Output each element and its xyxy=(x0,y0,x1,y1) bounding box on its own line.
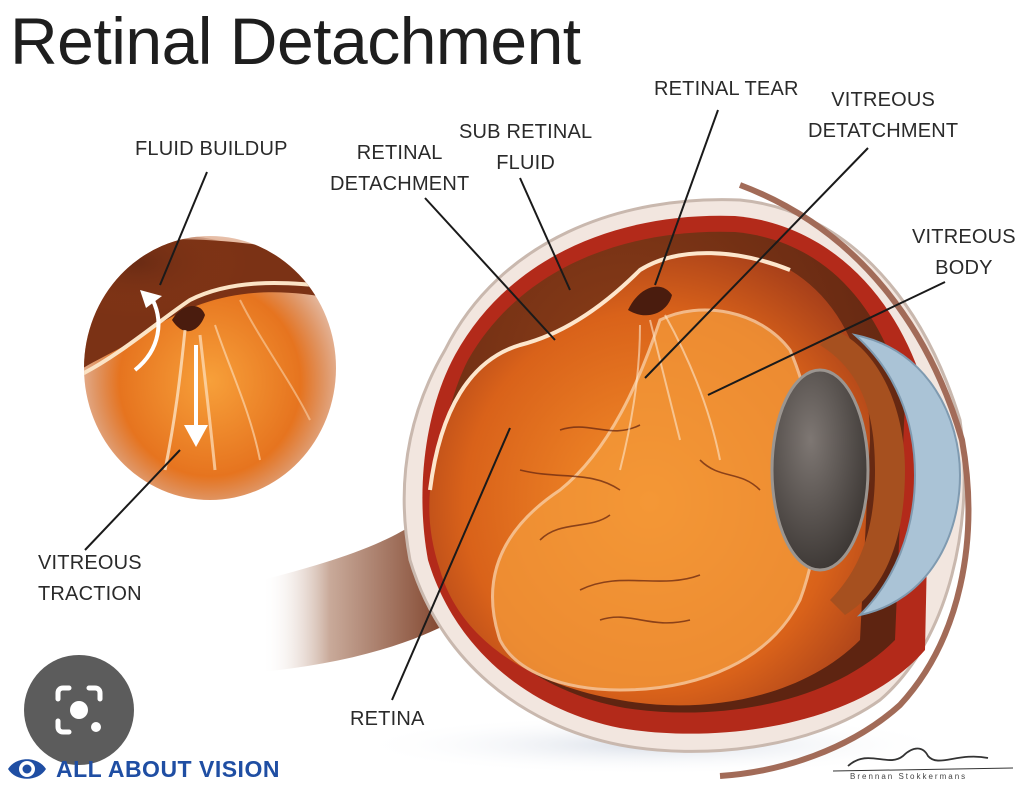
inset-retinal-tear xyxy=(172,305,205,332)
vitreous-body-gel xyxy=(491,308,820,692)
optic-nerve xyxy=(262,520,455,672)
fluid-arrow-icon xyxy=(133,293,161,372)
image-search-button[interactable] xyxy=(24,655,134,765)
retinal-tear-hole xyxy=(628,286,672,316)
leader-retinal-detachment xyxy=(424,197,556,341)
artist-signature: Brennan Stokkermans xyxy=(828,738,1018,788)
label-fluid-buildup: FLUID BUILDUP xyxy=(135,138,288,160)
inset-detached-retina xyxy=(84,281,336,377)
leader-vitreous-body xyxy=(707,281,946,396)
page-title: Retinal Detachment xyxy=(10,4,581,78)
eye-cross-section xyxy=(262,182,972,779)
brand-logo: ALL ABOUT VISION xyxy=(6,752,280,786)
signature-text: Brennan Stokkermans xyxy=(850,772,968,781)
leader-sub-retinal-fluid xyxy=(519,177,571,291)
label-retina: RETINA xyxy=(350,708,425,730)
retina-edge xyxy=(428,251,791,491)
iris xyxy=(820,330,905,615)
leader-lines xyxy=(84,109,946,701)
leader-retinal-tear xyxy=(654,109,719,286)
image-search-icon xyxy=(55,685,103,735)
eye-logo-icon xyxy=(8,759,46,779)
brand-name: ALL ABOUT VISION xyxy=(56,755,280,782)
leader-vitreous-traction xyxy=(84,449,181,551)
label-retinal-tear: RETINAL TEAR xyxy=(654,78,799,100)
inset-magnified-view xyxy=(84,236,336,500)
cornea xyxy=(851,333,962,617)
leader-retina xyxy=(391,427,511,701)
retinal-vessels xyxy=(519,424,761,624)
signature-mark xyxy=(832,747,1014,772)
leader-fluid-buildup xyxy=(159,171,208,286)
leader-vitreous-detachment xyxy=(644,147,869,379)
sclera-edge-line xyxy=(719,182,972,779)
lens xyxy=(770,368,870,572)
